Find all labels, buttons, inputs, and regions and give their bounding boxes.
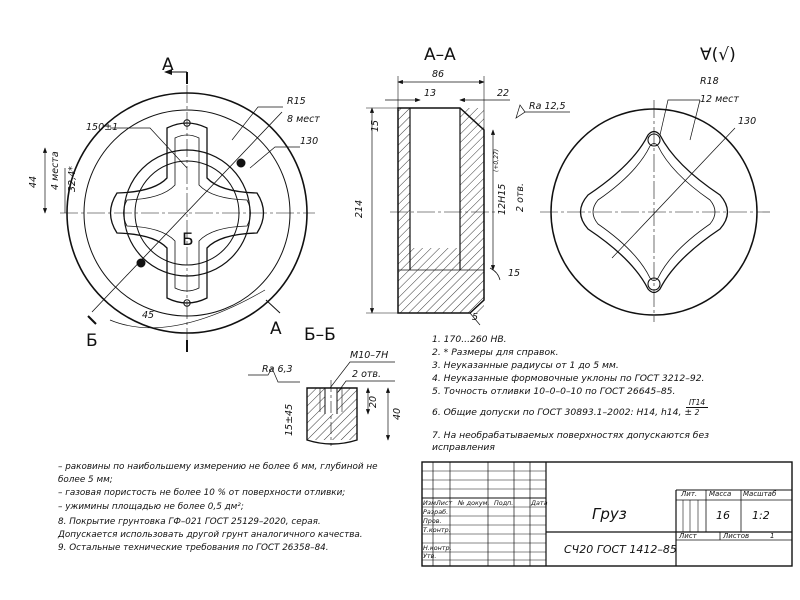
it-fraction-num: IT14 (686, 398, 708, 408)
hdr-lit: Лит. (681, 490, 698, 498)
back-view (540, 99, 770, 322)
angle-15b-label: 15 (508, 268, 520, 279)
col-date: Дата (530, 499, 548, 507)
row-nkontr: Н.контр. (423, 544, 452, 552)
row-tkontr: Т.контр. (423, 526, 451, 534)
dim-13-label: 13 (424, 88, 436, 99)
dim-20-label: 20 (368, 396, 379, 408)
angle-15a-label: 15 (370, 120, 381, 132)
col-sign: Подп. (494, 499, 513, 507)
dim-214-label: 214 (354, 200, 365, 218)
scale-value: 1:2 (752, 509, 770, 522)
cut-a-top: А (162, 55, 174, 75)
cut-b-bottom: Б (86, 331, 98, 351)
row-razrab: Разраб. (423, 508, 448, 516)
note-left-1: – раковины по наибольшему измерению не б… (58, 462, 378, 472)
r18-label: R18 (700, 76, 719, 87)
cut-b-center: Б (182, 230, 194, 250)
cut-a-bottom: А (270, 319, 282, 339)
roughness-sign: ∀(√) (700, 45, 736, 65)
dim-5-label: 5 (472, 312, 478, 323)
note-left-2: более 5 мм; (58, 475, 113, 485)
material: СЧ20 ГОСТ 1412–85 (564, 543, 677, 556)
holes-4-label: 4 места (50, 151, 61, 190)
mass-value: 16 (716, 509, 730, 522)
note-left-4: – ужимины площадью не более 0,5 дм²; (58, 502, 244, 512)
sheets-label: Листов (723, 532, 750, 540)
hdr-scale: Масштаб (743, 490, 777, 498)
section-bb (248, 361, 395, 446)
dim-12h15-label: 12H15 (497, 184, 508, 215)
col-izm: Изм. (423, 499, 438, 507)
it-fraction: IT14 2 (686, 398, 708, 417)
holes-8-label: 8 мест (287, 114, 320, 125)
h15-tol-label: (+0,27) (493, 149, 500, 172)
dim-150-label: 150±1 (86, 122, 118, 133)
sheets-num: 1 (770, 532, 775, 540)
angle-45-label: 45 (142, 310, 154, 321)
note-5: 5. Точность отливки 10–0–0–10 по ГОСТ 26… (432, 386, 676, 397)
note-left-3: – газовая пористость не более 10 % от по… (58, 488, 346, 498)
thread-label: M10–7H (350, 350, 388, 361)
note-left-5: 8. Покрытие грунтовка ГФ–021 ГОСТ 25129–… (58, 517, 321, 527)
dim-324-label: 32,4* (67, 166, 78, 192)
section-aa-title: А–А (424, 45, 456, 65)
ra-125-label: Ra 12,5 (529, 101, 566, 112)
dim-40-label: 40 (392, 408, 403, 420)
sheet-label: Лист (679, 532, 697, 540)
note-6: 6. Общие допуски по ГОСТ 30893.1–2002: H… (432, 407, 693, 418)
holes-2-aa-label: 2 отв. (515, 183, 526, 212)
note-3: 3. Неуказанные радиусы от 1 до 5 мм. (432, 360, 619, 371)
places-12-label: 12 мест (700, 94, 739, 105)
dim-86-label: 86 (432, 69, 444, 80)
front-view (42, 69, 315, 352)
section-bb-title: Б–Б (304, 325, 336, 345)
row-utv: Утв. (423, 552, 436, 560)
holes-2-bb-label: 2 отв. (352, 369, 381, 380)
it-fraction-den: 2 (694, 408, 700, 417)
note-2: 2. * Размеры для справок. (432, 347, 559, 358)
dim-44-label: 44 (28, 176, 39, 188)
note-left-6: Допускается использовать другой грунт ан… (58, 530, 363, 540)
dim-130-back-label: 130 (738, 116, 756, 127)
col-doc: № докум. (457, 499, 490, 507)
part-name: Груз (592, 505, 627, 523)
section-aa (366, 76, 570, 326)
note-left-7: 9. Остальные технические требования по Г… (58, 543, 329, 553)
row-prov: Пров. (423, 517, 442, 525)
r15-label: R15 (287, 96, 306, 107)
note-4: 4. Неуказанные формовочные уклоны по ГОС… (432, 373, 705, 384)
note-7: 7. На необрабатываемых поверхностях допу… (432, 430, 710, 441)
dim-130-front-label: 130 (300, 136, 318, 147)
hdr-mass: Масса (709, 490, 732, 498)
col-list: Лист (435, 499, 452, 507)
ra-63-label: Ra 6,3 (262, 364, 293, 375)
title-block-frame (421, 461, 793, 567)
dim-1545-label: 15±45 (284, 404, 295, 436)
dim-22-label: 22 (497, 88, 509, 99)
note-1: 1. 170...260 НВ. (432, 334, 507, 345)
note-7-cont: исправления (432, 442, 495, 453)
